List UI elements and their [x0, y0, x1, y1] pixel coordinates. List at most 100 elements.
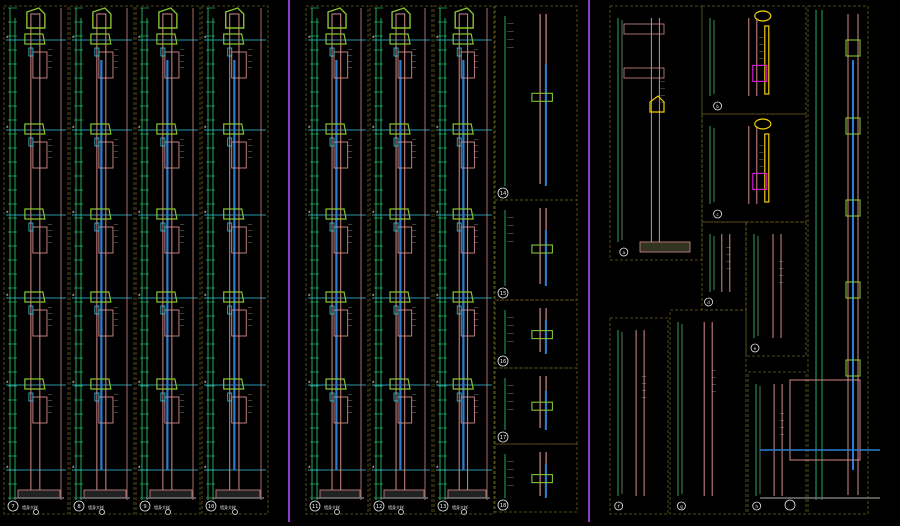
note-text: —— — [48, 317, 53, 321]
note-text: —— — [248, 222, 253, 226]
note-text: —— — [348, 323, 353, 327]
note-text: —— — [248, 143, 253, 147]
note-text: —— — [180, 228, 185, 232]
detail-note: ——— — [507, 215, 514, 219]
detail-g: ————————g — [669, 309, 747, 515]
window-opening — [460, 51, 475, 79]
note-text: —— — [474, 65, 479, 69]
detail-note: ——— — [507, 231, 514, 235]
parapet-trim — [327, 7, 347, 29]
detail-number-b-circle — [713, 101, 722, 111]
foundation-block — [149, 489, 193, 499]
detail-note: ——— — [507, 483, 514, 487]
note-text: —— — [412, 155, 417, 159]
elevation-mark: ± — [204, 379, 207, 384]
note-text: —— — [412, 323, 417, 327]
section-number-8-label: 8 — [77, 504, 80, 510]
frame-bracket — [28, 392, 34, 402]
window-sill-trim — [845, 39, 861, 57]
detail-number-c-label: c — [716, 213, 719, 218]
note-text: —— — [48, 305, 53, 309]
elevation-mark: ± — [308, 34, 311, 39]
window-opening — [164, 396, 180, 424]
note-text: —— — [474, 137, 479, 141]
detail-note: —— — [642, 395, 647, 399]
detail-number-g-label: g — [680, 505, 683, 510]
frame-bracket — [329, 392, 335, 402]
note-text: —— — [248, 65, 253, 69]
elevation-mark: ± — [138, 209, 141, 214]
detail-trim — [531, 92, 553, 102]
wall-section-10: ±±±±±±——————————————————————————————————… — [201, 5, 269, 515]
wall-section-12: ±±±±±±——————————————————————————————————… — [369, 5, 433, 515]
elevation-mark: ± — [436, 124, 439, 129]
detail-sill-b — [623, 67, 665, 79]
detail-note: ——— — [507, 323, 514, 327]
window-opening — [32, 309, 48, 337]
detail-note: —— — [759, 157, 764, 161]
window-sill-trim — [325, 378, 347, 390]
detail-a: ————————a — [609, 5, 703, 261]
detail-number-b-label: b — [716, 104, 719, 110]
elevation-mark: ± — [138, 379, 141, 384]
frame-bracket — [227, 222, 233, 232]
detail-note: —— — [712, 382, 717, 386]
detail-cap-ellipse — [754, 10, 772, 22]
wall-section-9: ±±±±±±——————————————————————————————————… — [135, 5, 201, 515]
note-text: —— — [180, 155, 185, 159]
elevation-mark: ± — [436, 292, 439, 297]
detail-note: ——— — [507, 239, 514, 243]
window-sill-trim — [452, 378, 474, 390]
window-sill-trim — [389, 123, 411, 135]
frame-bracket — [28, 305, 34, 315]
note-text: —— — [248, 323, 253, 327]
elevation-mark: ± — [72, 379, 75, 384]
detail-number-18-label: 18 — [500, 503, 507, 509]
note-text: —— — [474, 317, 479, 321]
note-text: —— — [48, 234, 53, 238]
note-text: —— — [180, 137, 185, 141]
note-text: —— — [114, 65, 119, 69]
detail-h: ————————h — [747, 371, 807, 515]
detail-note: —— — [712, 389, 717, 393]
note-text: —— — [48, 311, 53, 315]
note-text: —— — [48, 65, 53, 69]
detail-note: —— — [712, 368, 717, 372]
window-sill-trim — [24, 33, 46, 45]
note-text: —— — [474, 228, 479, 232]
window-sill-trim — [24, 378, 46, 390]
section-title: 墙身大样 — [452, 504, 468, 510]
window-sill-trim — [325, 123, 347, 135]
middle-sheet-wall-sections: ±±±±±±——————————————————————————————————… — [305, 5, 578, 515]
elevation-mark: ± — [138, 124, 141, 129]
grid-axis-11-circle — [334, 509, 340, 515]
window-opening — [333, 396, 349, 424]
note-text: —— — [348, 410, 353, 414]
elevation-mark: ± — [436, 34, 439, 39]
foundation-block — [83, 489, 127, 499]
window-opening — [164, 141, 180, 169]
section-number-11-circle — [309, 500, 321, 512]
note-text: —— — [114, 47, 119, 51]
detail-number-14-circle — [497, 187, 509, 199]
note-text: —— — [348, 240, 353, 244]
frame-bracket — [227, 137, 233, 147]
note-text: —— — [474, 234, 479, 238]
elevation-mark: ± — [436, 379, 439, 384]
section-number-7-circle — [7, 500, 19, 512]
elevation-mark: ± — [6, 34, 9, 39]
window-sill-trim — [24, 123, 46, 135]
window-sill-trim — [452, 291, 474, 303]
note-text: —— — [348, 47, 353, 51]
note-text: —— — [412, 149, 417, 153]
window-opening — [333, 309, 349, 337]
section-title: 墙身大样 — [324, 504, 340, 510]
note-text: —— — [248, 53, 253, 57]
note-text: —— — [412, 392, 417, 396]
detail-note: —— — [726, 259, 731, 263]
section-number-9-circle — [139, 500, 151, 512]
detail-note: —— — [661, 93, 666, 97]
note-text: —— — [114, 240, 119, 244]
note-text: —— — [412, 311, 417, 315]
